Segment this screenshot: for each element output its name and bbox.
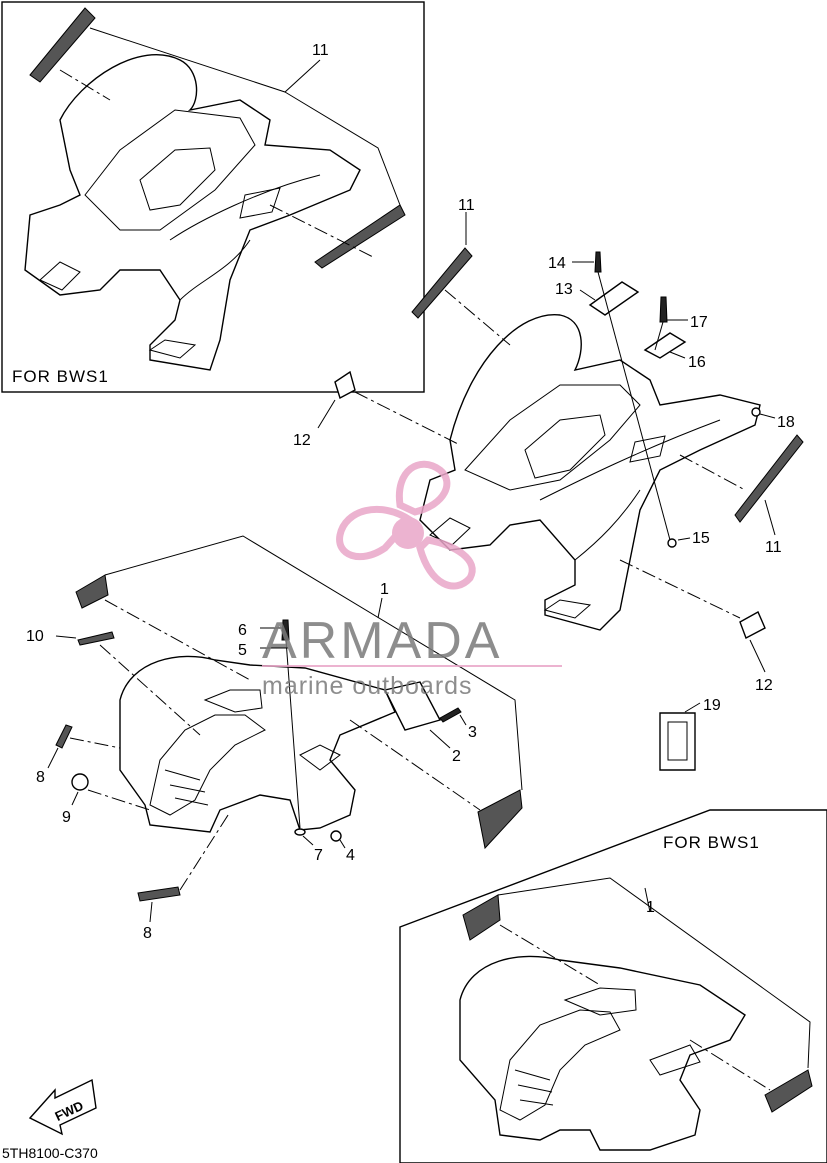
part-13-pad (588, 281, 640, 316)
rear-storage-box (524, 414, 606, 479)
watermark: ARMADA marine outboards (262, 460, 562, 700)
inset-front-fender (459, 955, 746, 1151)
rear-fender-line-2 (574, 489, 641, 561)
callout-16: 16 (688, 354, 706, 371)
callout-15: 15 (692, 530, 710, 547)
inset-storage-box (139, 147, 216, 211)
callout-3: 3 (468, 724, 477, 741)
decal-11-upper (411, 247, 473, 319)
inset-headlight-area (499, 1009, 621, 1121)
callout-5: 5 (238, 642, 247, 659)
inset-frame-bottom-right (399, 809, 827, 1163)
part-6-bolt (281, 619, 290, 641)
inset-rear-fender (24, 54, 361, 371)
callout-4: 4 (346, 847, 355, 864)
callout-11-upper: 11 (458, 197, 475, 214)
diagram-code: 5TH8100-C370 (2, 1145, 98, 1161)
inset-fender-line-2 (179, 239, 251, 301)
part-8-decal-upper (55, 724, 73, 749)
callout-11-right: 11 (765, 539, 782, 556)
callout-14: 14 (548, 255, 566, 272)
decal-12-right (739, 611, 766, 639)
callout-8-upper: 8 (36, 769, 45, 786)
inset-plate (239, 187, 281, 219)
callout-1-inset: 1 (646, 899, 655, 916)
inset-bws1-rear-fender: 11 FOR BWS1 (1, 1, 425, 393)
inset-decal-11-right (314, 204, 406, 269)
part-7-collar (294, 828, 306, 836)
inset-grille (514, 1069, 554, 1106)
leader-1-inset (497, 877, 811, 1069)
inset-seat-well (84, 109, 256, 231)
inset-frame-top-left (1, 1, 425, 393)
rear-seat-well (464, 384, 641, 491)
part-18-grommet (751, 407, 761, 417)
rear-fender (419, 314, 761, 631)
callout-1-main: 1 (380, 581, 389, 598)
callout-13: 13 (555, 281, 573, 298)
leader-1-main (104, 535, 523, 791)
callout-2: 2 (452, 748, 461, 765)
part-1-decal-right (477, 789, 523, 850)
inset-handle-mount (563, 987, 637, 1016)
front-fender (119, 655, 396, 833)
part-3-screw (439, 707, 462, 723)
inset-label-bottom-right: FOR BWS1 (663, 833, 760, 852)
watermark-tagline: marine outboards (262, 672, 473, 700)
callout-6: 6 (238, 622, 247, 639)
callout-18: 18 (777, 414, 795, 431)
callout-17: 17 (690, 314, 708, 331)
part-2-plate (383, 681, 442, 731)
inset-decal-bottom (148, 339, 197, 359)
front-fender-assembly: 2 3 4 5 6 7 8 8 9 (26, 535, 523, 942)
part-15-nut (667, 538, 677, 548)
part-14-bolt (594, 251, 602, 273)
part-4-nut (330, 830, 342, 842)
front-grille (164, 769, 209, 806)
part-17-bolt (659, 296, 668, 323)
part-9-reflector (71, 773, 89, 791)
rear-plate (629, 435, 666, 463)
callout-8-lower: 8 (143, 925, 152, 942)
callout-12-right: 12 (755, 677, 773, 694)
part-10-emblem (77, 631, 115, 646)
part-1-decal-left (75, 574, 109, 609)
part-8-decal-lower (137, 886, 181, 902)
propeller-logo-icon (336, 460, 476, 590)
watermark-brand: ARMADA (262, 612, 502, 670)
callout-12-left: 12 (293, 432, 311, 449)
part-19-label (659, 712, 696, 771)
inset-fender-line (169, 174, 321, 241)
front-mid-boss (299, 744, 341, 771)
inset-bws1-front-fender: FOR BWS1 1 (399, 809, 827, 1163)
callout-7: 7 (314, 847, 323, 864)
decal-11-right (734, 434, 804, 523)
rear-decal-bottom (543, 599, 592, 619)
callout-19: 19 (703, 697, 721, 714)
inset-front-plate (649, 1044, 701, 1076)
callout-9: 9 (62, 809, 71, 826)
part-16-pad (643, 332, 687, 359)
inset-label-top-left: FOR BWS1 (12, 367, 109, 386)
rear-fender-line (539, 419, 721, 501)
callout-10: 10 (26, 628, 44, 645)
rear-fender-assembly: 11 11 12 12 13 14 15 16 (293, 197, 804, 771)
inset-decal-rear (39, 261, 81, 291)
inset-decal-1-right (764, 1069, 813, 1113)
fwd-arrow-icon: FWD (28, 1078, 97, 1136)
inset-decal-11-left (29, 7, 96, 83)
callout-11-inset: 11 (312, 42, 329, 59)
front-headlight-area (149, 714, 266, 816)
front-handle-mount (203, 689, 263, 713)
inset-decal-1-left (462, 894, 501, 941)
decal-12-left (334, 370, 356, 400)
